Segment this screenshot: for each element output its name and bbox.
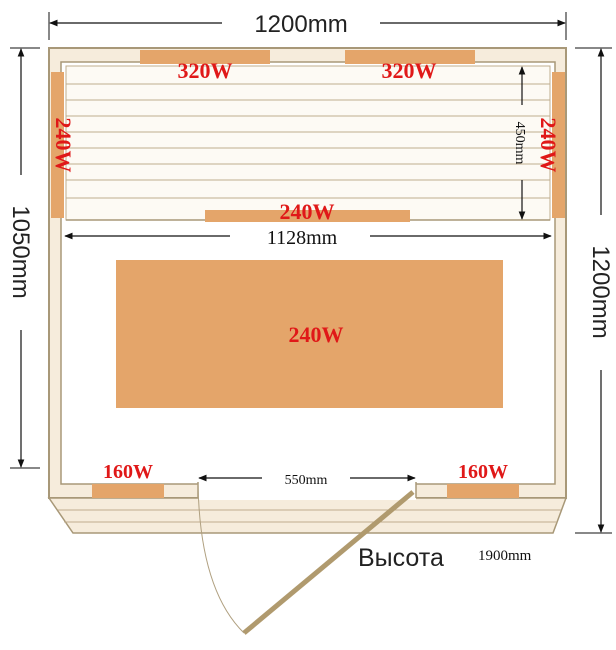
bench-area xyxy=(65,65,551,221)
height-label: Высота xyxy=(358,544,444,572)
height-value: 1900mm xyxy=(478,548,532,564)
heater-floor xyxy=(116,260,503,408)
bench xyxy=(65,65,551,221)
depth-left-label: 1050mm xyxy=(7,205,34,298)
depth-right-label: 1200mm xyxy=(587,245,614,338)
heater-front-left-label: 160W xyxy=(103,461,153,483)
heater-side-left-label: 240W xyxy=(51,118,76,173)
bench-depth-label: 450mm xyxy=(512,122,527,165)
door-leaf xyxy=(242,490,415,635)
door-opening xyxy=(198,482,416,500)
heater-front-left xyxy=(92,484,164,498)
heater-side-right-label: 240W xyxy=(536,118,561,173)
door xyxy=(197,483,415,635)
heater-back-left xyxy=(140,50,270,64)
door-width-label: 550mm xyxy=(285,473,328,488)
heater-back-right xyxy=(345,50,475,64)
heaters xyxy=(51,50,565,498)
door-swing-arc xyxy=(197,483,245,634)
width-top-label: 1200mm xyxy=(254,11,347,38)
front-panel xyxy=(47,497,568,534)
heater-bench-front-label: 240W xyxy=(280,199,335,224)
heater-front-right-label: 160W xyxy=(458,461,508,483)
heater-side-right xyxy=(552,72,565,218)
inner-width-label: 1128mm xyxy=(267,227,338,249)
heater-back-left-label: 320W xyxy=(178,58,233,83)
heater-front-right xyxy=(447,484,519,498)
heater-bench-front xyxy=(205,210,410,222)
heater-side-left xyxy=(51,72,64,218)
dimension-lines xyxy=(10,12,612,534)
heater-back-right-label: 320W xyxy=(382,58,437,83)
heater-floor-label: 240W xyxy=(289,322,344,347)
